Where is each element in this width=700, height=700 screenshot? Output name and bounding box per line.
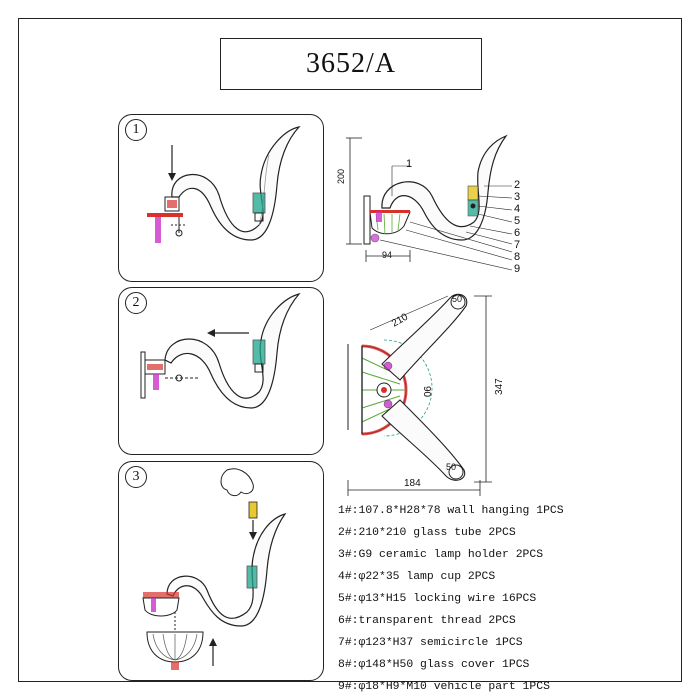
part-label-6: 6 (514, 227, 521, 239)
step-2-illustration (140, 292, 301, 409)
side-view-depth-dim: 94 (382, 250, 393, 260)
parts-list-item: 4#:φ22*35 lamp cup 2PCS (338, 571, 496, 583)
step-3-panel: 3 (118, 461, 324, 681)
part-label-3: 3 (514, 191, 521, 203)
part-label-1: 1 (406, 158, 413, 170)
parts-list-item: 6#:transparent thread 2PCS (338, 615, 516, 627)
part-label-2: 2 (514, 179, 521, 191)
part-label-7: 7 (514, 239, 521, 251)
parts-list-item: 9#:φ18*H9*M10 vehicle part 1PCS (338, 681, 550, 693)
side-view-height-dim: 200 (336, 168, 346, 184)
model-number-box: 3652/A (220, 38, 482, 90)
parts-list-item: 3#:G9 ceramic lamp holder 2PCS (338, 549, 544, 561)
step-1-panel: 1 (118, 114, 324, 282)
top-view-width-dim: 184 (404, 478, 421, 489)
top-view-radius-dim: 90 (421, 386, 432, 398)
step-2-panel: 2 (118, 287, 324, 455)
drawing-frame (18, 18, 682, 682)
parts-list-item: 5#:φ13*H15 locking wire 16PCS (338, 593, 537, 605)
parts-list-item: 2#:210*210 glass tube 2PCS (338, 527, 516, 539)
top-view-end-dim-top: 50 (452, 294, 463, 304)
parts-list: 1#:107.8*H28*78 wall hanging 1PCS 2#:210… (338, 500, 682, 698)
step-1-illustration (147, 126, 301, 243)
part-label-5: 5 (514, 215, 521, 227)
top-view-end-dim-bottom: 50 (446, 462, 457, 472)
step-1-number: 1 (125, 119, 147, 141)
part-label-9: 9 (514, 263, 521, 275)
model-number: 3652/A (306, 48, 396, 79)
part-label-4: 4 (514, 203, 521, 215)
step-3-illustration (142, 468, 287, 670)
part-label-8: 8 (514, 251, 521, 263)
step-2-number: 2 (125, 292, 147, 314)
step-3-number: 3 (125, 466, 147, 488)
top-view-length-dim: 347 (494, 378, 505, 395)
parts-list-item: 7#:φ123*H37 semicircle 1PCS (338, 637, 523, 649)
parts-list-item: 8#:φ148*H50 glass cover 1PCS (338, 659, 530, 671)
parts-list-item: 1#:107.8*H28*78 wall hanging 1PCS (338, 505, 564, 517)
